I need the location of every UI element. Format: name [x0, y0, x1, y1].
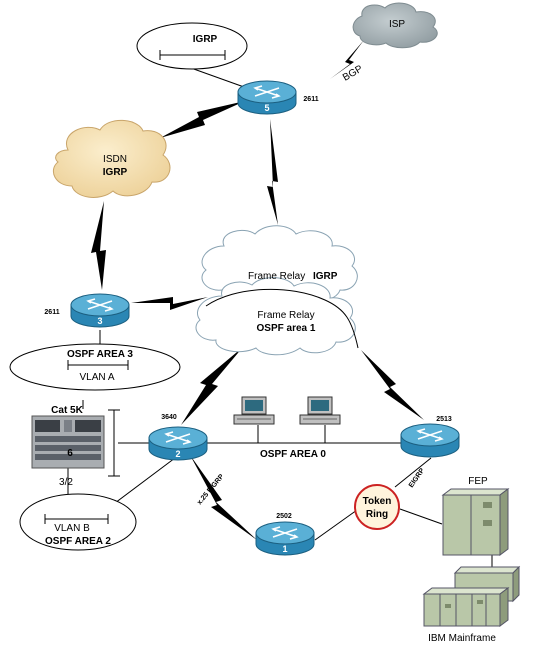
igrp-segment-ellipse: [136, 22, 248, 70]
ospf-area3-segment: OSPF AREA 3 VLAN A: [9, 343, 181, 391]
switch-model-label: Cat 5K: [51, 405, 83, 416]
serial-link-r5-fr: [267, 119, 278, 225]
fr-ospf-cloud-shape: [195, 277, 356, 356]
vlan-b-label: VLAN B: [54, 523, 90, 534]
router-r1-arrows-icon: [271, 526, 299, 540]
mainframe-front-row: [423, 593, 501, 627]
fep-top: [441, 488, 510, 496]
router-r1-model: 2502: [276, 513, 292, 520]
ibm-mainframe: IBM Mainframe: [422, 565, 521, 644]
vlan-a-label: VLAN A: [79, 372, 114, 383]
link-r2513-to-tokenring: [394, 457, 432, 488]
token-ring: Token Ring: [354, 484, 400, 530]
fr-ospf-area-label: OSPF area 1: [257, 323, 316, 334]
router-2513: 2513: [400, 416, 460, 458]
fep-side: [499, 488, 509, 556]
mainframe-label: IBM Mainframe: [428, 633, 496, 644]
switch-slot-a: [64, 420, 72, 432]
area2-ellipse: [19, 493, 137, 551]
igrp-segment: IGRP: [136, 22, 248, 70]
mainframe-back-side: [512, 565, 520, 603]
cloud-isdn: ISDN IGRP: [53, 119, 171, 198]
cloud-isp: ISP: [352, 2, 438, 49]
eigrp-tokenring-link-label: EIGRP: [408, 467, 426, 489]
mainframe-back-top: [453, 566, 521, 574]
router-r5-arrows-icon: [253, 85, 281, 99]
router-2513-arrows-icon: [416, 428, 444, 442]
workstation-2-screen: [311, 400, 329, 411]
switch-port-label: 3/2: [59, 477, 73, 488]
mainframe-light-2: [477, 600, 483, 604]
serial-link-r5-isdn: [160, 101, 245, 138]
switch-line-card-a: [75, 420, 101, 432]
cloud-frame-relay: Frame Relay IGRP Frame Relay OSPF area 1: [195, 225, 359, 356]
router-r3-number: 3: [97, 316, 102, 326]
link-r1-to-tokenring: [314, 509, 358, 541]
router-r2-arrows-icon: [164, 431, 192, 445]
mainframe-front-side: [499, 587, 509, 627]
isdn-label: ISDN: [103, 154, 127, 165]
workstation-2: [299, 396, 341, 425]
bgp-link-label: BGP: [341, 63, 365, 83]
workstation-1: [233, 396, 275, 425]
switch-line-card-c: [35, 445, 101, 451]
serial-link-isdn-r3: [91, 201, 106, 290]
fep-label: FEP: [468, 476, 488, 487]
switch-line-card-b: [35, 436, 101, 442]
router-2502-r1: 1 2502: [255, 513, 315, 556]
router-r2-model: 3640: [161, 414, 177, 421]
isdn-cloud-shape: [53, 119, 171, 198]
fr-igrp-circuit: [205, 288, 359, 349]
serial-links: [91, 40, 424, 540]
token-ring-circle: [354, 484, 400, 530]
router-r3-arrows-icon: [86, 298, 114, 312]
ospf-area2-segment: VLAN B OSPF AREA 2: [19, 493, 137, 551]
switch-line-card-d: [35, 454, 101, 460]
token-ring-label-2: Ring: [366, 509, 388, 520]
mainframe-light-1: [445, 604, 451, 608]
isdn-protocol-label: IGRP: [103, 167, 128, 178]
token-ring-label-1: Token: [363, 496, 392, 507]
x25-eigrp-link-label: x.25 EIGRP: [196, 473, 226, 506]
isp-label: ISP: [389, 19, 405, 30]
router-r1-number: 1: [282, 544, 287, 554]
router-r5-model: 2611: [303, 96, 318, 103]
router-2513-model: 2513: [436, 416, 452, 423]
ospf-area2-label: OSPF AREA 2: [45, 536, 111, 547]
fep: FEP: [441, 476, 510, 556]
ospf-area0-label: OSPF AREA 0: [260, 449, 326, 460]
serial-link-fr-r2: [181, 347, 243, 425]
area3-ellipse: [9, 343, 181, 391]
serial-link-fr-r2513: [361, 350, 424, 420]
fep-panel-light-2: [483, 520, 492, 526]
router-r5-number: 5: [264, 103, 269, 113]
fr-igrp-label: Frame Relay: [248, 271, 305, 282]
fr-ospf-label: Frame Relay: [257, 310, 314, 321]
igrp-segment-label: IGRP: [193, 34, 218, 45]
router-r3-model: 2611: [44, 309, 59, 316]
workstation-1-screen: [245, 400, 263, 411]
mainframe-front-top: [422, 587, 510, 595]
serial-link-r3-fr: [131, 297, 208, 310]
fr-igrp-protocol: IGRP: [313, 271, 338, 282]
switch-cat5k: Cat 5K 6 3/2: [31, 405, 120, 488]
switch-number: 6: [67, 448, 73, 459]
router-2611-r5: 5 2611: [237, 80, 319, 115]
switch-supervisor-module: [35, 420, 60, 432]
router-r2-number: 2: [175, 449, 180, 459]
fep-panel-light-1: [483, 502, 492, 508]
router-3640-r2: 2 3640: [148, 414, 208, 461]
isp-cloud-shape: [352, 2, 438, 49]
router-2611-r3: 3 2611: [44, 293, 130, 328]
ospf-area3-label: OSPF AREA 3: [67, 349, 133, 360]
link-tokenring-to-fep: [399, 508, 443, 525]
